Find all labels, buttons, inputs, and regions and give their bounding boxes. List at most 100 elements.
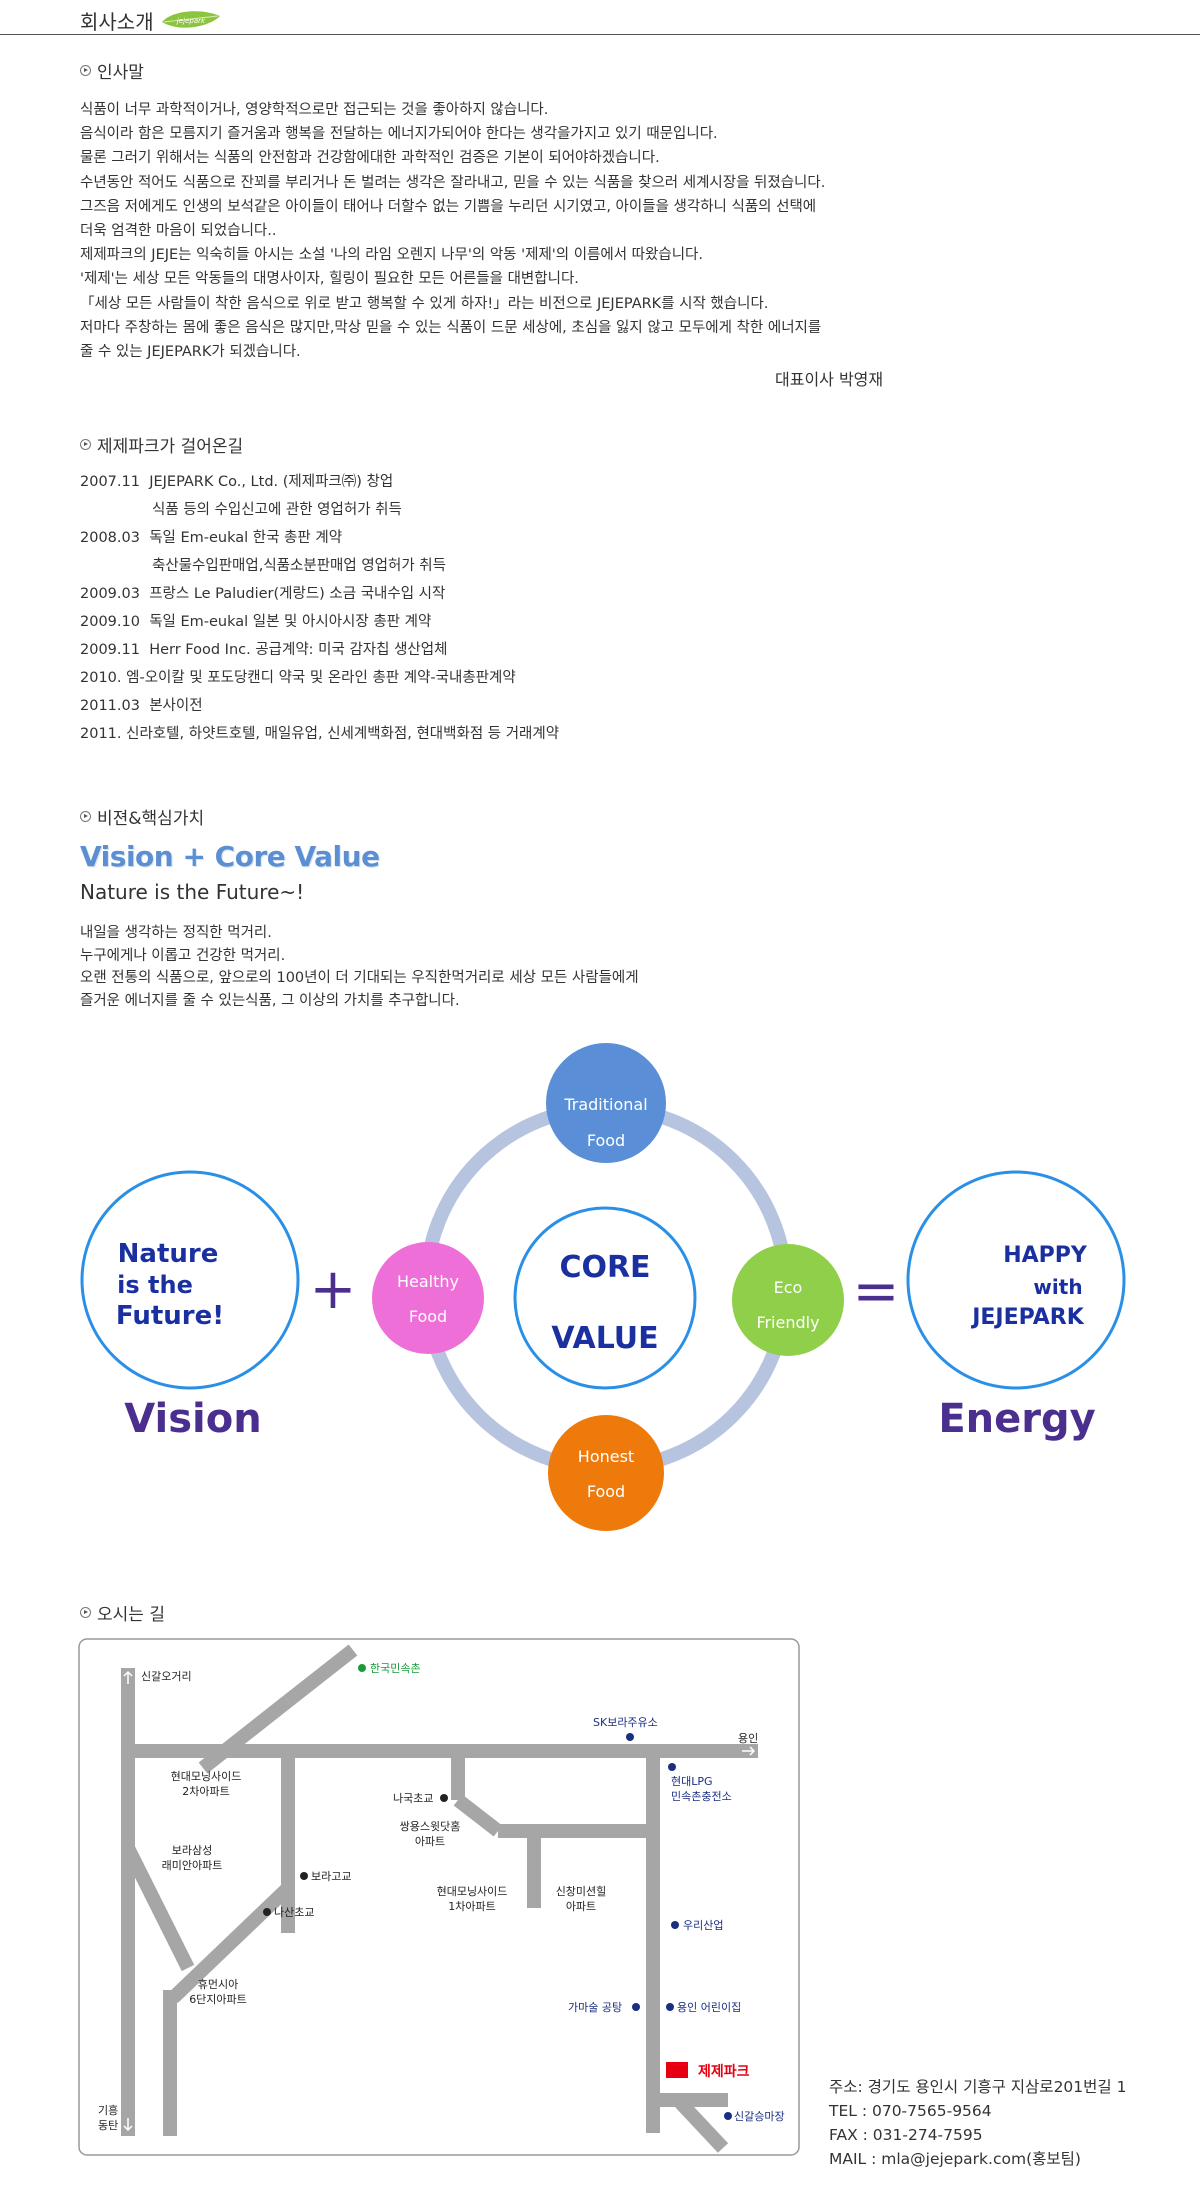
map-label: 우리산업 — [683, 1919, 723, 1932]
map-label: 2차아파트 — [182, 1785, 229, 1798]
map-label: 아파트 — [566, 1900, 596, 1913]
vision-caption: Vision — [124, 1396, 261, 1442]
vision-line: 오랜 전통의 식품으로, 앞으로의 100년이 더 기대되는 우직한먹거리로 세… — [80, 970, 639, 986]
directions-section-title: 오시는 길 — [80, 1600, 165, 1625]
map-marker — [671, 1921, 679, 1929]
food-label: Food — [409, 1307, 447, 1326]
history-title: 제제파크가 걸어온길 — [97, 437, 244, 457]
energy-caption: Energy — [938, 1396, 1095, 1442]
directions-title: 오시는 길 — [97, 1605, 165, 1625]
vision-circle-line: Nature — [118, 1239, 219, 1269]
map-label: 한국민속촌 — [370, 1662, 421, 1675]
vision-section-title: 비젼&핵심가치 — [80, 804, 204, 829]
core-label: CORE — [559, 1250, 650, 1285]
jejepark-label: 제제파크 — [698, 2064, 750, 2080]
map-roads — [121, 1644, 758, 2153]
history-item: 2009.10 독일 Em-eukal 일본 및 아시아시장 총판 계약 — [80, 614, 432, 630]
history-section-title: 제제파크가 걸어온길 — [80, 432, 243, 457]
history-item: 축산물수입판매업,식품소분판매업 영업허가 취득 — [152, 558, 446, 574]
vision-paragraph: 내일을 생각하는 정직한 먹거리. 누구에게나 이롭고 건강한 먹거리. 오랜 … — [80, 922, 639, 1012]
history-item: 2010. 엠-오이칼 및 포도당캔디 약국 및 온라인 총판 계약-국내총판계… — [80, 670, 516, 686]
map-marker — [668, 1763, 676, 1771]
map-label: 현대모닝사이드 — [437, 1885, 508, 1898]
page-title: 회사소개 — [80, 10, 154, 34]
map-label: 신창미션힐 — [556, 1885, 607, 1898]
map-marker — [626, 1733, 634, 1741]
healthy-label: Healthy — [397, 1272, 459, 1291]
greeting-line: 제제파크의 JEJE는 익숙히들 아시는 소설 '나의 라임 오렌지 나무'의 … — [80, 247, 703, 264]
map-labels: 신갈오거리 한국민속촌 SK보라주유소 용인 현대모닝사이드 2차아파트 현대L… — [98, 1662, 785, 2132]
core-value-diagram: Nature is the Future! Vision + Tradition… — [80, 1043, 1126, 1531]
map-label: 1차아파트 — [448, 1900, 495, 1913]
map-frame — [78, 1638, 800, 2156]
greeting-line: '제제'는 세상 모든 악동들의 대명사이자, 힐링이 필요한 모든 어른들을 … — [80, 271, 579, 288]
header-divider — [0, 34, 1200, 35]
greeting-line: 식품이 너무 과학적이거나, 영양학적으로만 접근되는 것을 좋아하지 않습니다… — [80, 102, 549, 118]
bullet-icon — [80, 1607, 91, 1618]
map-marker — [632, 2003, 640, 2011]
arrow-down-icon — [123, 2118, 133, 2132]
jejepark-label: JEJEPARK — [970, 1305, 1084, 1330]
map-label: 동탄 — [98, 2119, 118, 2132]
map-label: 보라고교 — [311, 1870, 351, 1883]
history-item: 2011.03 본사이전 — [80, 698, 203, 714]
map-label: 휴먼시아 — [198, 1978, 238, 1991]
vision-line: 누구에게나 이롭고 건강한 먹거리. — [80, 947, 286, 964]
contact-info: 주소: 경기도 용인시 기흥구 지삼로201번길 1 TEL : 070-756… — [829, 2075, 1126, 2171]
vision-headline: Vision + Core Value — [80, 840, 380, 873]
vision-circle-line: is the — [117, 1271, 193, 1299]
map-label: 기흥 — [98, 2103, 118, 2117]
map-marker — [300, 1872, 308, 1880]
map-label: SK보라주유소 — [593, 1716, 658, 1729]
arrow-right-icon — [742, 1746, 756, 1756]
greeting-section-title: 인사말 — [80, 58, 144, 83]
map-label: 현대LPG — [671, 1775, 713, 1788]
energy-circle — [906, 1170, 1126, 1390]
map-label: 현대모닝사이드 — [171, 1770, 242, 1783]
greeting-line: 「세상 모든 사람들이 착한 음식으로 위로 받고 행복할 수 있게 하자!」라… — [80, 295, 769, 312]
map-label: 용인 어린이집 — [677, 2001, 741, 2014]
food-label: Food — [587, 1131, 625, 1150]
mail-text[interactable]: MAIL : mla@jejepark.com(홍보팀) — [829, 2150, 1081, 2168]
honest-food-circle — [548, 1415, 664, 1531]
map-label: 래미안아파트 — [162, 1859, 223, 1872]
food-label: Food — [587, 1482, 625, 1501]
map-label: 용인 — [738, 1732, 758, 1745]
map-label: 6단지아파트 — [189, 1993, 247, 2006]
value-label: VALUE — [551, 1321, 658, 1356]
map-marker — [666, 2003, 674, 2011]
history-item: 2009.11 Herr Food Inc. 공급계약: 미국 감자칩 생산업체 — [80, 642, 448, 658]
happy-label: HAPPY — [1003, 1243, 1088, 1268]
tel-text: TEL : 070-7565-9564 — [829, 2102, 992, 2120]
map-label: 민속촌충전소 — [671, 1790, 732, 1803]
vision-title: 비젼&핵심가치 — [97, 809, 205, 829]
map-label: 신갈오거리 — [141, 1669, 192, 1683]
vision-line: 즐거운 에너지를 줄 수 있는식품, 그 이상의 가치를 추구합니다. — [80, 992, 460, 1009]
history-item: 2008.03 독일 Em-eukal 한국 총판 계약 — [80, 530, 343, 546]
vision-circle-line: Future! — [116, 1301, 224, 1331]
greeting-line: 수년동안 적어도 식품으로 잔꾀를 부리거나 돈 벌려는 생각은 잘라내고, 믿… — [80, 174, 826, 191]
jejepark-marker — [666, 2062, 688, 2078]
bullet-icon — [80, 439, 91, 450]
bullet-icon — [80, 65, 91, 76]
greeting-line: 줄 수 있는 JEJEPARK가 되겠습니다. — [80, 343, 301, 360]
with-label: with — [1033, 1275, 1082, 1299]
greeting-paragraph: 식품이 너무 과학적이거나, 영양학적으로만 접근되는 것을 좋아하지 않습니다… — [80, 98, 825, 364]
location-map[interactable]: 신갈오거리 한국민속촌 SK보라주유소 용인 현대모닝사이드 2차아파트 현대L… — [78, 1638, 802, 2158]
vision-circle — [80, 1170, 300, 1390]
plus-sign: + — [310, 1257, 357, 1322]
healthy-food-circle — [372, 1242, 484, 1354]
map-label: 가마술 공탕 — [568, 2001, 622, 2014]
traditional-food-circle — [546, 1043, 666, 1163]
history-item: 식품 등의 수입신고에 관한 영업허가 취득 — [152, 502, 402, 518]
jejepark-logo: jejepark — [162, 11, 220, 28]
vision-line: 내일을 생각하는 정직한 먹거리. — [80, 925, 272, 941]
core-value-circle — [513, 1206, 697, 1390]
map-label: 쌍용스윗닷홈 — [400, 1819, 461, 1833]
equals-sign: = — [853, 1259, 900, 1324]
map-label: 나산초교 — [274, 1906, 314, 1919]
map-arrows — [123, 1670, 756, 2132]
ceo-signature: 대표이사 박영재 — [775, 370, 884, 389]
traditional-label: Traditional — [563, 1095, 647, 1114]
greeting-line: 음식이라 함은 모름지기 즐거움과 행복을 전달하는 에너지가되어야 한다는 생… — [80, 126, 718, 143]
